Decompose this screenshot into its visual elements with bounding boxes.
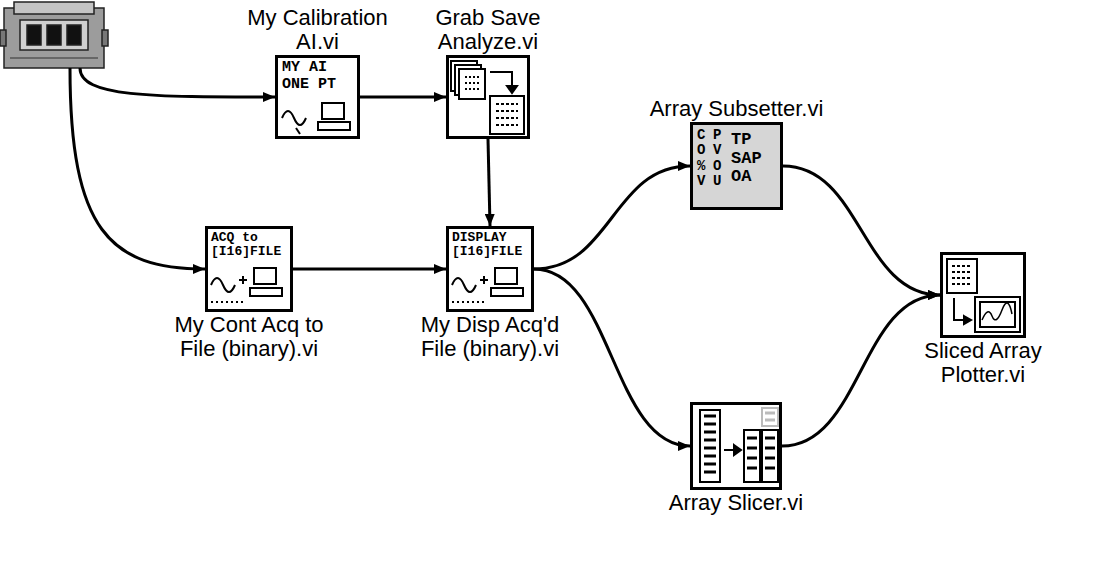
- vi-name: My Cont Acq to File (binary).vi: [160, 313, 338, 361]
- connector-arrow: [782, 295, 940, 446]
- connector-arrow: [783, 166, 940, 295]
- connector-arrow: [360, 96, 446, 99]
- vi-name: Array Subsetter.vi: [622, 97, 852, 121]
- vi-name: My Calibration AI.vi: [230, 6, 405, 54]
- icon-text: P V O U: [713, 128, 723, 190]
- board-wire: [70, 68, 205, 269]
- vi-name: Array Slicer.vi: [626, 491, 846, 515]
- icon-art: [211, 61, 1020, 482]
- icon-text: TP SAP OA: [731, 131, 777, 187]
- vi-icon: My Calibration AI.viMY AI ONE PT: [275, 55, 360, 139]
- icon-text: ACQ to [I16]FILE: [211, 231, 287, 260]
- vi-icon: Array Subsetter.viC O % VP V O UTP SAP O…: [690, 122, 783, 210]
- daq-board: [0, 2, 108, 68]
- icon-text: MY AI ONE PT: [282, 60, 354, 93]
- connector-arrow: [488, 139, 490, 226]
- vi-icon: My Cont Acq to File (binary).viACQ to [I…: [205, 226, 293, 312]
- connector-arrow: [534, 166, 690, 269]
- vi-name: Grab Save Analyze.vi: [423, 6, 553, 54]
- board-wire: [80, 68, 275, 97]
- vi-icon: Grab Save Analyze.vi: [446, 55, 530, 139]
- vi-name: My Disp Acq'd File (binary).vi: [401, 313, 579, 361]
- icon-text: C O % V: [697, 128, 707, 190]
- vi-icon: Sliced Array Plotter.vi: [940, 252, 1026, 338]
- connector-arrow: [293, 268, 446, 271]
- icon-text: DISPLAY [I16]FILE: [452, 231, 528, 260]
- vi-name: Sliced Array Plotter.vi: [908, 339, 1058, 387]
- vi-icon: Array Slicer.vi: [690, 402, 782, 490]
- vi-icon: My Disp Acq'd File (binary).viDISPLAY [I…: [446, 226, 534, 312]
